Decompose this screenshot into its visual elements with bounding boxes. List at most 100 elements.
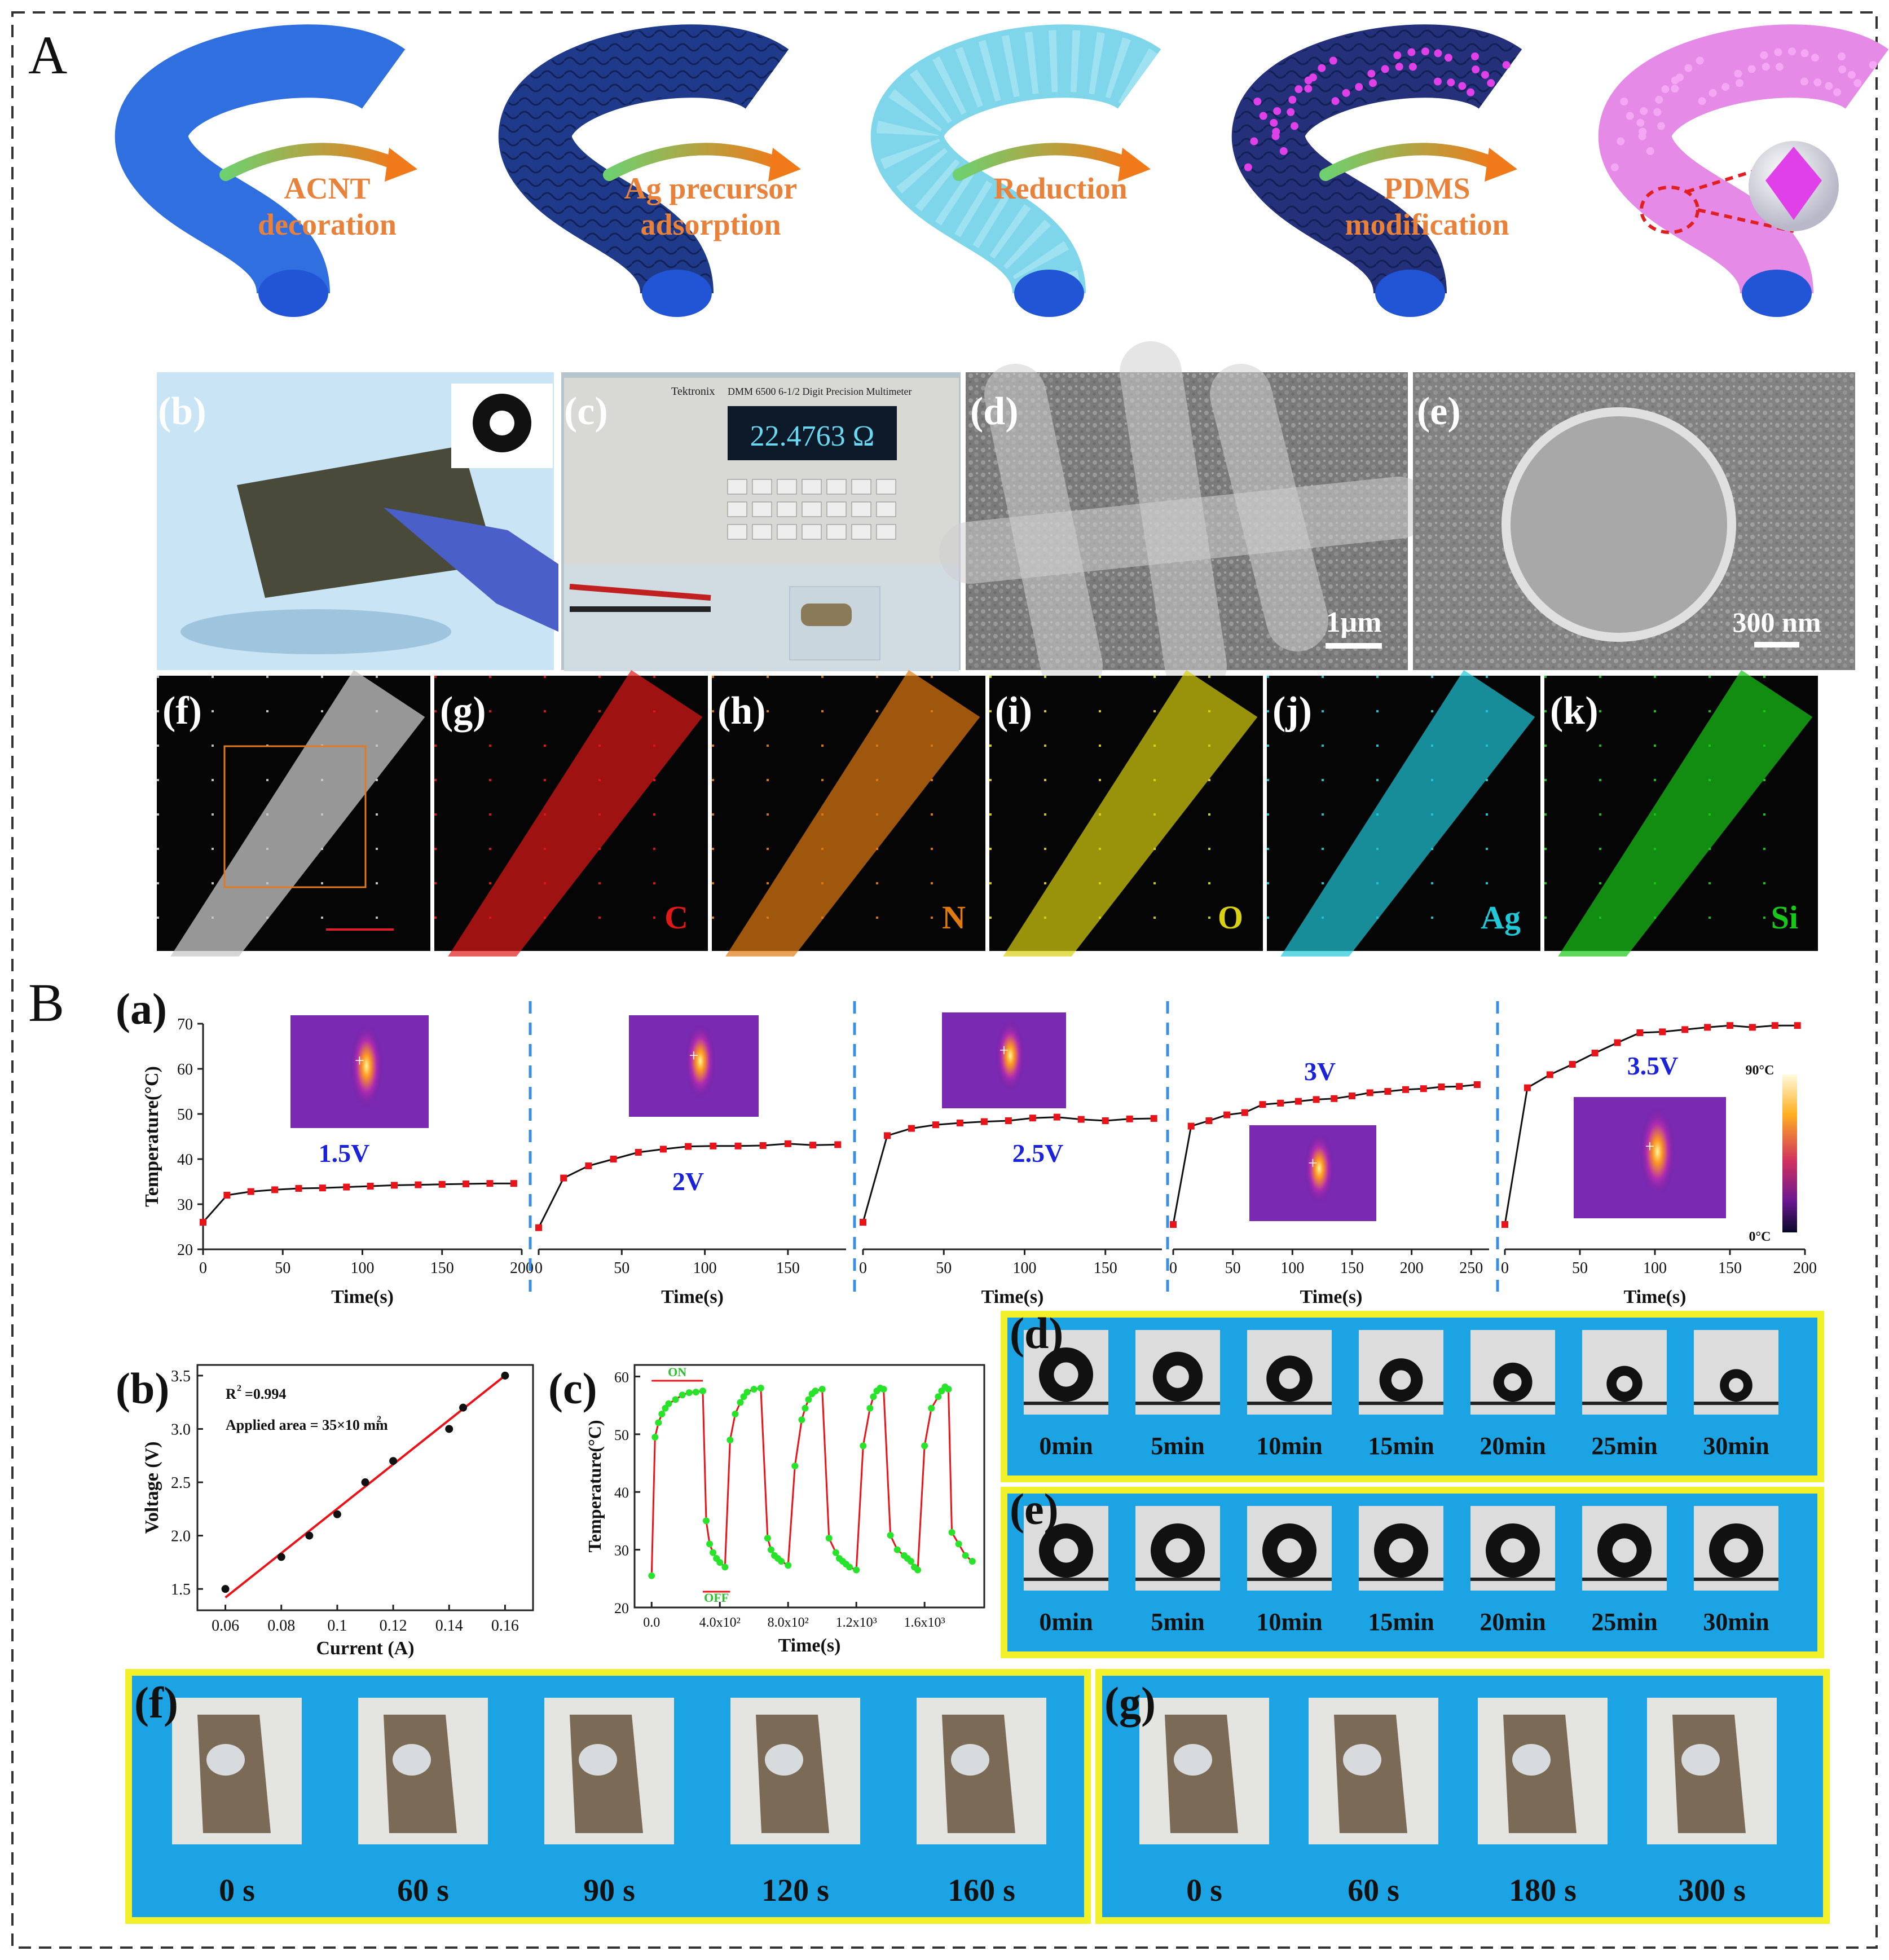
temperature-point: [1501, 1221, 1508, 1228]
y-axis-title: Temperature(°C): [584, 1420, 605, 1553]
temperature-point: [860, 1219, 866, 1226]
eds-speckle: [1376, 882, 1379, 884]
eds-speckle: [821, 779, 824, 781]
panel-label: (f): [134, 1678, 178, 1727]
sem-fiber-cross-section: [1501, 407, 1736, 642]
eds-fiber-band: [725, 670, 980, 957]
eds-speckle: [376, 813, 378, 816]
x-tick-label: 1.6x10³: [904, 1615, 945, 1630]
y-tick-label: 70: [177, 1016, 193, 1033]
eds-speckle: [1267, 813, 1269, 816]
temperature-cycle-point: [726, 1437, 734, 1444]
thermal-hotspot: [1304, 1131, 1335, 1205]
eds-speckle: [1599, 813, 1601, 816]
fiber-body: [1599, 24, 1889, 296]
fiber-particle: [1502, 61, 1511, 69]
eds-speckle: [931, 676, 933, 678]
temperature-point: [1277, 1099, 1284, 1107]
fiber-particle: [1309, 73, 1317, 82]
fiber-end-cap: [642, 270, 712, 317]
eds-speckle: [1763, 813, 1765, 816]
voltage-point: [389, 1457, 398, 1465]
eds-speckle: [712, 813, 714, 816]
substrate-line: [1694, 1578, 1778, 1581]
temperature-point: [1384, 1088, 1392, 1095]
eds-speckle: [1267, 779, 1269, 781]
panel-Bb-label: (b): [116, 1364, 169, 1413]
section-letter-b: B: [28, 972, 64, 1033]
fiber-particle: [1617, 137, 1625, 146]
multimeter-key: [826, 479, 847, 495]
eds-speckle: [1376, 917, 1379, 919]
time-label: 20min: [1480, 1432, 1545, 1460]
droplet-highlight: [1729, 1378, 1743, 1393]
eds-speckle: [157, 676, 159, 678]
fiber-particle: [1433, 77, 1442, 86]
multimeter-key: [752, 501, 772, 517]
multimeter-key: [727, 501, 747, 517]
eds-speckle: [876, 745, 878, 747]
fiber-particle: [1447, 78, 1455, 87]
eds-speckle: [376, 848, 378, 850]
eds-speckle: [1099, 813, 1101, 816]
fiber-particle: [1270, 118, 1278, 127]
eds-speckle: [653, 676, 655, 678]
eds-speckle: [1099, 676, 1101, 678]
x-tick-label: 50: [275, 1259, 290, 1277]
eds-speckle: [376, 917, 378, 919]
droplet-highlight: [1391, 1370, 1411, 1390]
temperature-cycle-point: [716, 1559, 724, 1566]
eds-speckle: [1431, 745, 1433, 747]
time-label: 120 s: [761, 1873, 829, 1908]
thermal-hotspot: [350, 1023, 384, 1109]
temperature-cycle-point: [750, 1386, 758, 1393]
x-axis-title: Time(s): [331, 1287, 394, 1307]
eds-speckle: [544, 813, 546, 816]
step-label-line2: decoration: [258, 208, 397, 241]
eds-speckle: [821, 813, 824, 816]
temperature-line: [202, 1182, 514, 1223]
fiber-particle: [1487, 79, 1495, 87]
multimeter-key: [802, 501, 822, 517]
fiber-particle: [1800, 49, 1809, 58]
eds-speckle: [157, 813, 159, 816]
temperature-point: [295, 1185, 302, 1192]
temperature-point: [635, 1149, 642, 1156]
eds-speckle: [653, 779, 655, 781]
eds-speckle: [1376, 745, 1379, 747]
eds-speckle: [157, 848, 159, 850]
temperature-point: [1313, 1096, 1320, 1103]
voltage-label: 2V: [672, 1167, 704, 1196]
eds-panel-label: (f): [162, 689, 202, 733]
temperature-cycle-point: [832, 1549, 839, 1556]
temperature-point: [391, 1182, 398, 1189]
eds-speckle: [989, 882, 992, 884]
fiber-particle: [1444, 54, 1452, 62]
temperature-point: [1053, 1113, 1060, 1121]
eds-speckle: [1376, 813, 1379, 816]
eds-speckle: [767, 917, 769, 919]
eds-speckle: [876, 848, 878, 850]
eds-speckle: [1599, 710, 1601, 712]
fiber-particle: [1342, 89, 1350, 97]
fiber-particle: [1421, 47, 1430, 56]
fiber-particle: [1355, 83, 1363, 91]
fiber-particle: [1369, 79, 1377, 87]
temperature-cycle-point: [778, 1558, 785, 1565]
thermal-hotspot: [684, 1022, 716, 1100]
y-tick-label: 2.5: [171, 1474, 191, 1492]
time-label: 30min: [1703, 1608, 1769, 1636]
temperature-point: [1150, 1115, 1157, 1122]
eds-speckle: [821, 848, 824, 850]
panel-b-droplet-highlight: [490, 411, 514, 435]
temperature-point: [1727, 1022, 1733, 1029]
fiber-particle: [1393, 51, 1402, 60]
voltage-point: [501, 1371, 509, 1380]
eds-speckle: [712, 882, 714, 884]
fiber-particle: [1788, 47, 1796, 56]
inset-sphere-core: [1765, 147, 1822, 220]
droplet-highlight: [1504, 1373, 1522, 1391]
